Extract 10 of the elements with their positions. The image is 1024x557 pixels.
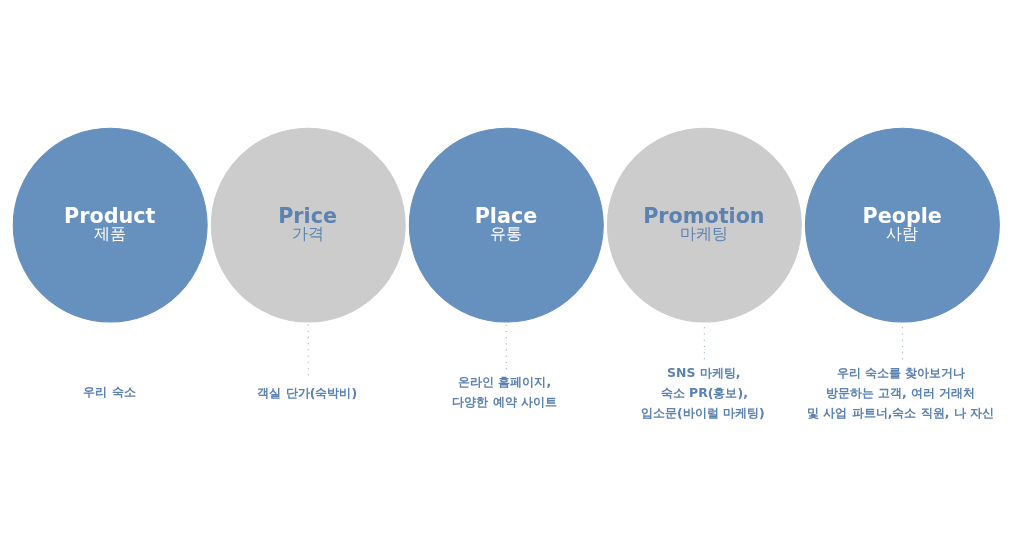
node-text: 온라인 홈페이지, 다양한 예약 사이트 [452,374,558,410]
node-circle: Place 유통 [408,127,604,323]
node-circle: Price 가격 [210,127,406,323]
node-text: SNS 마케팅, 숙소 PR(홍보), 입소문(바이럴 마케팅) [641,365,765,420]
node-circle: People 사람 [804,127,1000,323]
node-text: 객실 단가(숙박비) [257,384,358,400]
node-circle: Promotion 마케팅 [606,127,802,323]
node-text: 우리 숙소를 찾아보거나 방문하는 고객, 여러 거래처 및 사업 파트너,숙소 직원, 나 자신 [807,365,995,420]
node-circle: Product 제품 [12,127,208,323]
label: 우리 숙소 [83,384,136,400]
